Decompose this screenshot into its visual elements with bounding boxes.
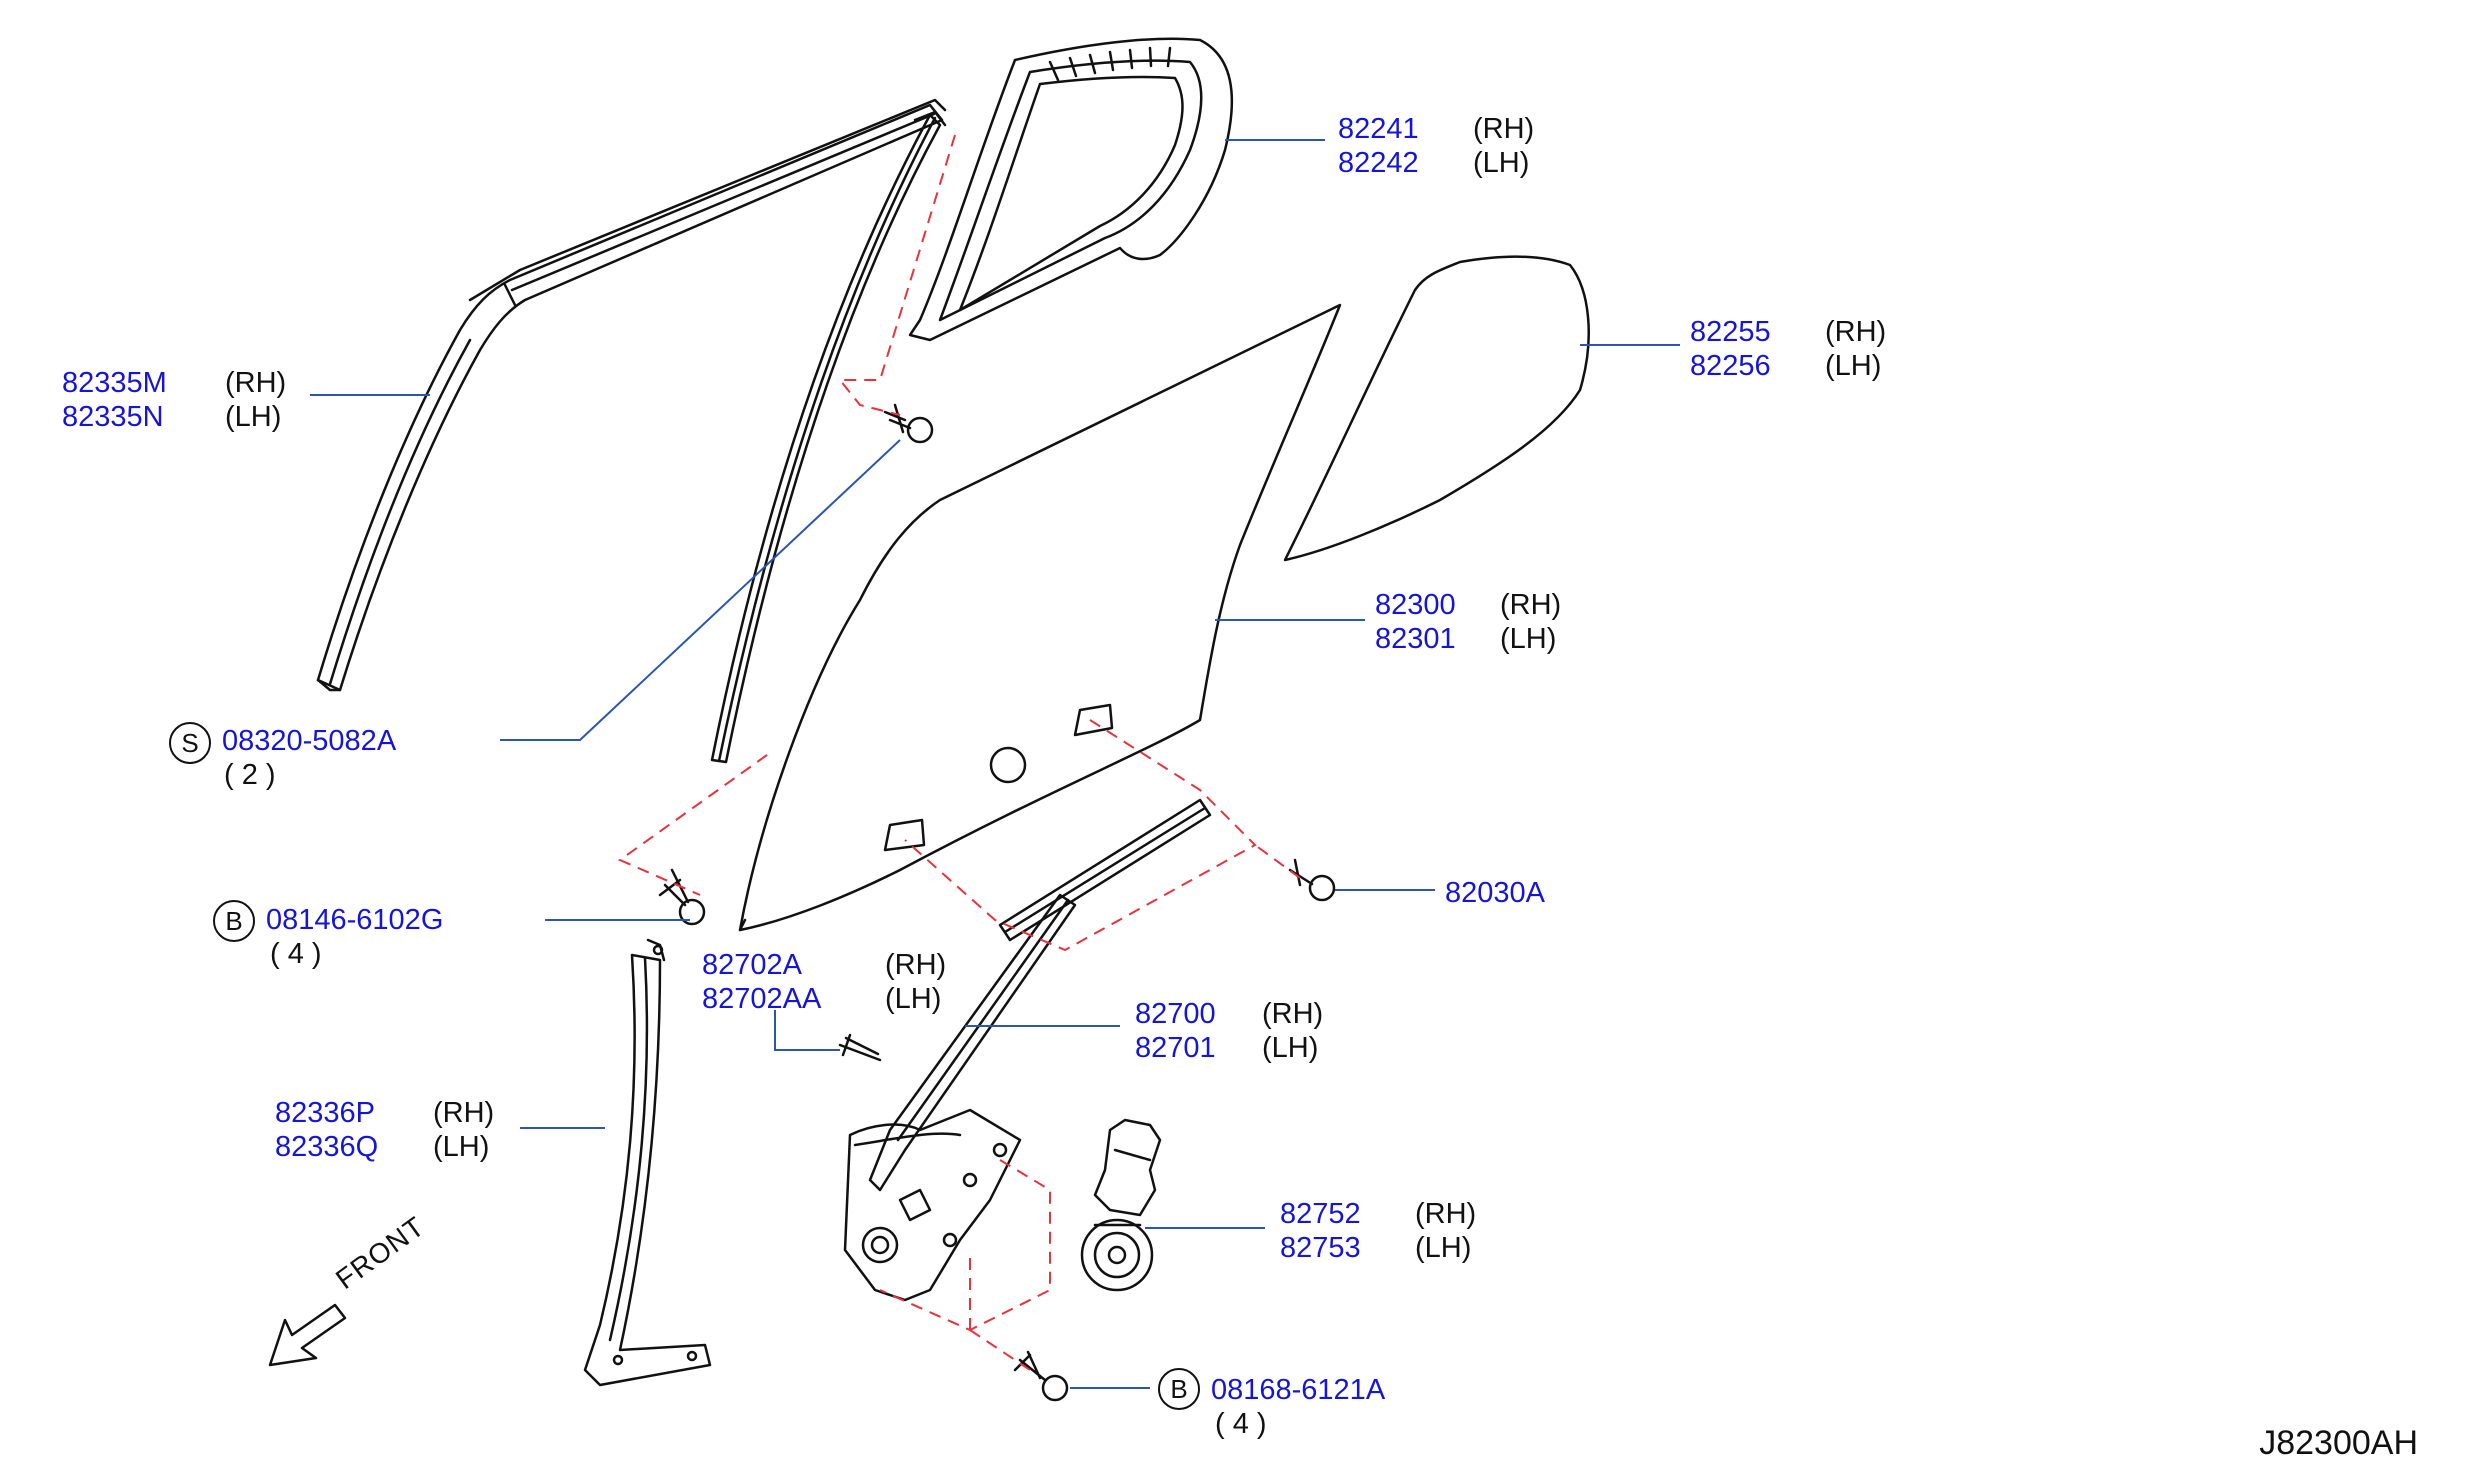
- window-regulator: [843, 798, 1212, 1302]
- fastener-08168-6121a[interactable]: 08168-6121A: [1211, 1374, 1386, 1406]
- symbol-b-circle-2: B: [1158, 1368, 1200, 1410]
- part-82336p-rh[interactable]: 82336P: [275, 1097, 375, 1129]
- assembly-lines: [617, 134, 1301, 1371]
- part-82335m-rh[interactable]: 82335M: [62, 367, 167, 399]
- front-arrow-icon: [268, 1303, 347, 1367]
- part-82700-rh[interactable]: 82700: [1135, 998, 1216, 1030]
- quarter-glass: [1283, 255, 1590, 562]
- bolt-82702a: [838, 1033, 882, 1062]
- part-82752-rh[interactable]: 82752: [1280, 1198, 1361, 1230]
- part-82336p-rh-side: (RH): [433, 1097, 495, 1129]
- symbol-b-circle-1: B: [213, 900, 255, 942]
- part-82241-rh[interactable]: 82241: [1338, 113, 1419, 145]
- part-82256-lh[interactable]: 82256: [1690, 350, 1771, 382]
- bolt-08168: [1013, 1350, 1069, 1402]
- part-82752-rh-side: (RH): [1415, 1198, 1477, 1230]
- diagram-code: J82300AH: [2259, 1424, 2418, 1462]
- part-82700-rh-side: (RH): [1262, 998, 1324, 1030]
- screw-08320: [883, 403, 934, 444]
- leader-lines: [310, 139, 1680, 1389]
- part-82701-lh[interactable]: 82701: [1135, 1032, 1216, 1064]
- part-82335n-lh-side: (LH): [225, 401, 282, 433]
- glass-clip-rear: [1073, 703, 1114, 737]
- fastener-08320-qty: ( 2 ): [224, 759, 276, 791]
- part-82336q-lh-side: (LH): [433, 1131, 490, 1163]
- part-82301-lh-side: (LH): [1500, 623, 1557, 655]
- fastener-08320-5082a[interactable]: 08320-5082A: [222, 725, 397, 757]
- fastener-08168-qty: ( 4 ): [1215, 1408, 1267, 1440]
- part-82702aa-lh-side: (LH): [885, 983, 942, 1015]
- division-channel: [710, 110, 947, 764]
- part-82300-rh-side: (RH): [1500, 589, 1562, 621]
- part-82335m-rh-side: (RH): [225, 367, 287, 399]
- glass-clip-front: [883, 818, 926, 852]
- part-82301-lh[interactable]: 82301: [1375, 623, 1456, 655]
- bolt-08146: [658, 868, 706, 926]
- bolt-82030a-label[interactable]: 82030A: [1445, 877, 1545, 909]
- part-82701-lh-side: (LH): [1262, 1032, 1319, 1064]
- part-82753-lh[interactable]: 82753: [1280, 1232, 1361, 1264]
- part-82335n-lh[interactable]: 82335N: [62, 401, 164, 433]
- bolt-82030a: [1288, 858, 1336, 902]
- part-82300-rh[interactable]: 82300: [1375, 589, 1456, 621]
- fastener-08146-6102g[interactable]: 08146-6102G: [266, 904, 444, 936]
- part-82242-lh[interactable]: 82242: [1338, 147, 1419, 179]
- part-82702a-rh-side: (RH): [885, 949, 947, 981]
- part-82256-lh-side: (LH): [1825, 350, 1882, 382]
- part-82702a-rh[interactable]: 82702A: [702, 949, 802, 981]
- part-82241-rh-side: (RH): [1473, 113, 1535, 145]
- part-82255-rh-side: (RH): [1825, 316, 1887, 348]
- regulator-motor: [1080, 1118, 1162, 1292]
- lower-sash: [583, 938, 712, 1387]
- part-82336q-lh[interactable]: 82336Q: [275, 1131, 379, 1163]
- door-glass: [738, 303, 1342, 932]
- quarter-weatherstrip: [908, 37, 1234, 342]
- part-82255-rh[interactable]: 82255: [1690, 316, 1771, 348]
- part-82702aa-lh[interactable]: 82702AA: [702, 983, 822, 1015]
- part-82242-lh-side: (LH): [1473, 147, 1530, 179]
- symbol-s-circle: S: [169, 722, 211, 764]
- fastener-08146-qty: ( 4 ): [270, 938, 322, 970]
- part-82753-lh-side: (LH): [1415, 1232, 1472, 1264]
